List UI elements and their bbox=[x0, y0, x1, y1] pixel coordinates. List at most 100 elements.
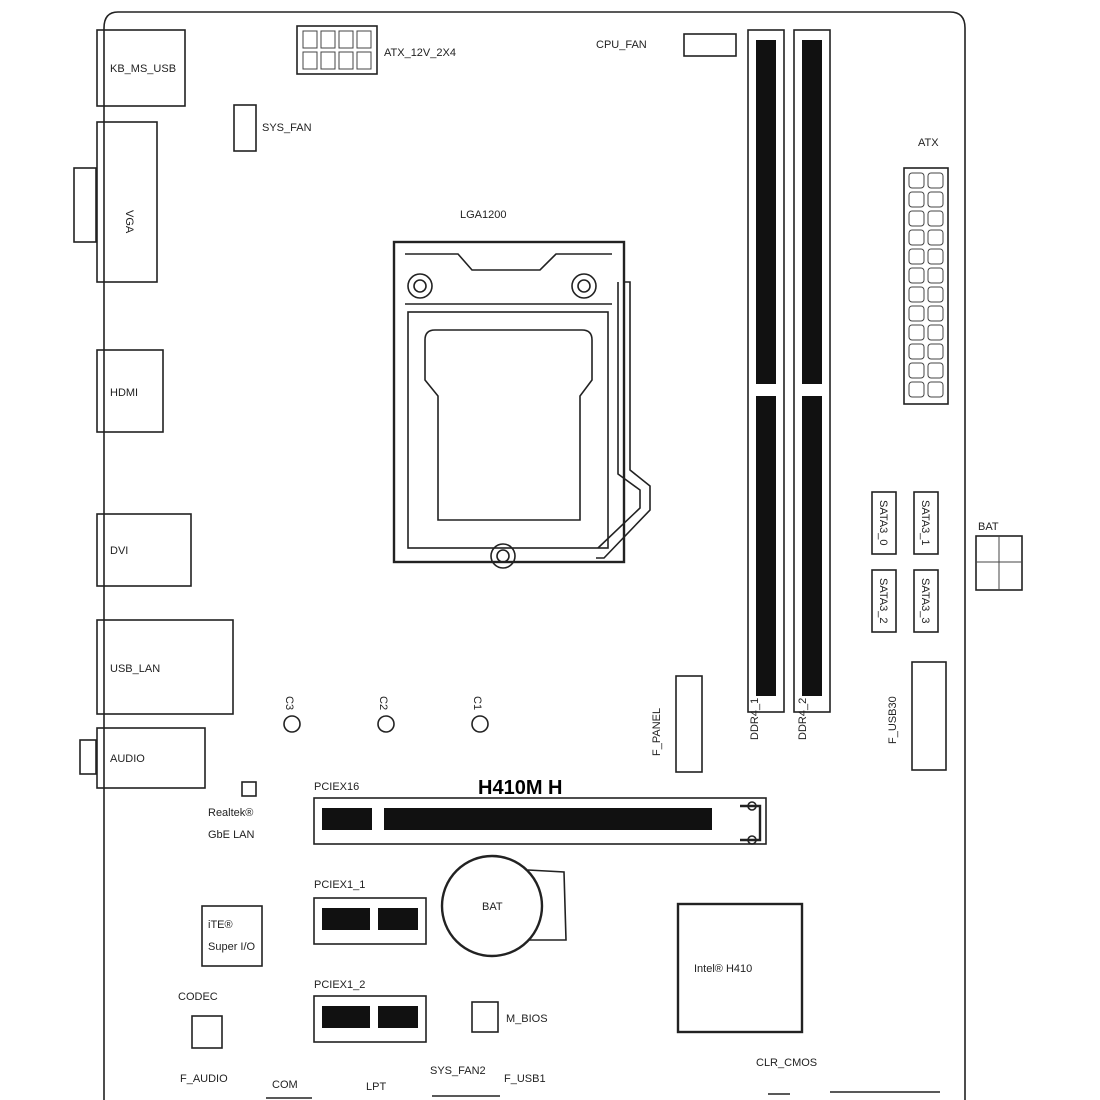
pciex16-label: PCIEX16 bbox=[314, 781, 359, 793]
vga-port-flange bbox=[73, 167, 97, 243]
dvi-port bbox=[96, 513, 192, 587]
m-bios-label: M_BIOS bbox=[506, 1013, 548, 1025]
atx-12v-label: ATX_12V_2X4 bbox=[384, 47, 456, 59]
sata-2-label: SATA3_2 bbox=[877, 578, 889, 623]
atx-power-pin bbox=[927, 229, 944, 246]
codec-label: CODEC bbox=[178, 991, 218, 1003]
codec-chip bbox=[191, 1015, 223, 1049]
cpu-fan-label: CPU_FAN bbox=[596, 39, 647, 51]
atx-power-pin bbox=[908, 248, 925, 265]
clr-cmos-label: CLR_CMOS bbox=[756, 1057, 817, 1069]
svg-text:C3: C3 bbox=[283, 696, 295, 710]
battery-jumper-divider bbox=[976, 536, 1022, 590]
sata-connectors bbox=[871, 491, 939, 633]
atx-power-pin bbox=[927, 343, 944, 360]
f-usb30-header bbox=[911, 661, 947, 771]
atx-power-pin bbox=[908, 381, 925, 398]
atx-power-pin bbox=[927, 362, 944, 379]
atx-12v-connector bbox=[296, 25, 378, 75]
atx-power-pin bbox=[908, 286, 925, 303]
pciex1-1-label: PCIEX1_1 bbox=[314, 879, 365, 891]
cpu-fan-header bbox=[683, 33, 737, 57]
ddr4-slot-1 bbox=[747, 29, 785, 713]
atx-power-pin bbox=[927, 210, 944, 227]
m-bios-chip bbox=[471, 1001, 499, 1033]
sys-fan-label: SYS_FAN bbox=[262, 122, 312, 134]
sys-fan2-label: SYS_FAN2 bbox=[430, 1065, 486, 1077]
atx-power-pin bbox=[908, 305, 925, 322]
pciex1-2-label: PCIEX1_2 bbox=[314, 979, 365, 991]
atx-power-pin bbox=[927, 172, 944, 189]
sys-fan-header bbox=[233, 104, 257, 152]
atx-power-pin bbox=[927, 267, 944, 284]
atx-power-pin bbox=[908, 267, 925, 284]
chipset bbox=[676, 902, 804, 1034]
hdmi-label: HDMI bbox=[110, 387, 138, 399]
atx-power-connector bbox=[903, 167, 949, 405]
usb-lan-port bbox=[96, 619, 234, 715]
pciex1-2-slot bbox=[313, 995, 427, 1043]
cmos-battery: BAT bbox=[440, 854, 567, 958]
f-panel-label: F_PANEL bbox=[651, 708, 663, 756]
atx-power-pin bbox=[908, 191, 925, 208]
atx-power-pin bbox=[927, 381, 944, 398]
atx-12v-pins bbox=[302, 30, 372, 70]
f-panel-header bbox=[675, 675, 703, 773]
atx-power-pin bbox=[927, 286, 944, 303]
atx-label: ATX bbox=[918, 137, 939, 149]
sata-3-label: SATA3_3 bbox=[919, 578, 931, 623]
board-model-title: H410M H bbox=[478, 777, 562, 799]
usb-lan-label: USB_LAN bbox=[110, 663, 160, 675]
pciex1-1-slot bbox=[313, 897, 427, 945]
clr-cmos-pins bbox=[768, 1091, 940, 1095]
dvi-label: DVI bbox=[110, 545, 128, 557]
pciex16-slot bbox=[313, 797, 767, 845]
audio-port-tab bbox=[79, 739, 97, 775]
sata-1-label: SATA3_1 bbox=[919, 500, 931, 545]
sata-0-label: SATA3_0 bbox=[877, 500, 889, 545]
audio-label: AUDIO bbox=[110, 753, 145, 765]
lan-chip bbox=[241, 781, 257, 797]
atx-power-pin bbox=[927, 248, 944, 265]
lpt-label: LPT bbox=[366, 1081, 386, 1093]
super-io-chip bbox=[201, 905, 263, 967]
vga-label: VGA bbox=[123, 210, 135, 234]
atx-power-pin bbox=[927, 324, 944, 341]
capacitor-c2: C2 bbox=[377, 696, 395, 733]
atx-power-pin bbox=[927, 191, 944, 208]
kb-ms-usb-port bbox=[96, 29, 186, 107]
atx-power-pin bbox=[908, 172, 925, 189]
atx-power-pin bbox=[908, 229, 925, 246]
atx-power-pin bbox=[927, 305, 944, 322]
socket-label: LGA1200 bbox=[460, 209, 506, 221]
ddr4-1-label: DDR4_1 bbox=[749, 698, 761, 740]
atx-power-pin bbox=[908, 343, 925, 360]
cpu-socket bbox=[392, 240, 651, 569]
vga-port bbox=[96, 121, 158, 283]
ddr4-2-label: DDR4_2 bbox=[797, 698, 809, 740]
com-label: COM bbox=[272, 1079, 298, 1091]
audio-port bbox=[96, 727, 206, 789]
atx-power-pin bbox=[908, 210, 925, 227]
svg-text:C1: C1 bbox=[471, 696, 483, 710]
capacitor-c3: C3 bbox=[283, 696, 301, 733]
f-usb1-label: F_USB1 bbox=[504, 1073, 546, 1085]
svg-text:BAT: BAT bbox=[482, 901, 503, 913]
ddr4-slot-2 bbox=[793, 29, 831, 713]
capacitor-c1: C1 bbox=[471, 696, 489, 733]
f-audio-label: F_AUDIO bbox=[180, 1073, 228, 1085]
lan-chip-label: Realtek®GbE LAN bbox=[208, 807, 255, 841]
atx-power-pin bbox=[908, 324, 925, 341]
bottom-headers bbox=[266, 1095, 500, 1099]
board-outline bbox=[103, 11, 966, 1100]
atx-power-pins bbox=[908, 172, 944, 398]
hdmi-port bbox=[96, 349, 164, 433]
battery-jumper-label: BAT bbox=[978, 521, 999, 533]
f-usb30-label: F_USB30 bbox=[887, 696, 899, 744]
chipset-label: Intel® H410 bbox=[694, 963, 752, 975]
atx-power-pin bbox=[908, 362, 925, 379]
svg-text:C2: C2 bbox=[377, 696, 389, 710]
super-io-label: iTE®Super I/O bbox=[208, 919, 256, 953]
